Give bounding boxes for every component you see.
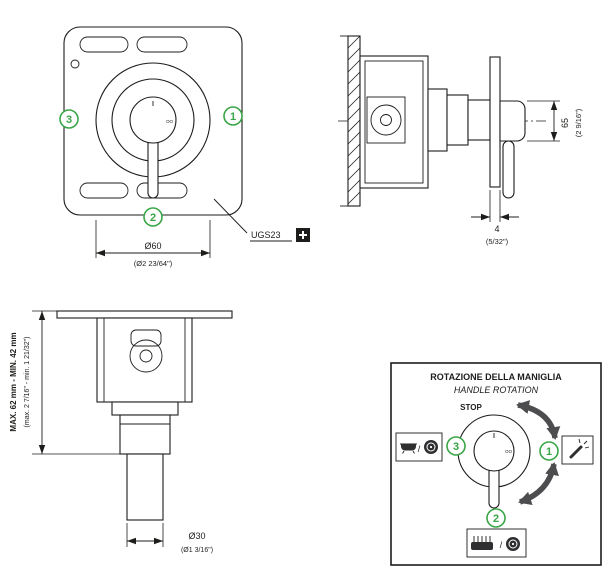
model-label-group: UGS23 (213, 198, 310, 242)
outlet-icon-right (561, 435, 594, 465)
separator-slash: / (500, 540, 503, 550)
svg-text:1: 1 (546, 446, 552, 458)
leader-line (213, 198, 248, 234)
svg-text:3: 3 (66, 114, 72, 126)
plate-slot (136, 36, 188, 53)
handle-diagram: OO (457, 414, 531, 509)
dim-d60-mm: Ø60 (144, 241, 161, 251)
plate-hole (70, 59, 80, 69)
svg-text:1: 1 (230, 111, 236, 123)
dim-d30-in: (Ø1 3/16") (181, 547, 213, 554)
dimension-diameter-60: Ø60 (Ø2 23/64") (95, 220, 211, 268)
dim-depth-range-mm: MAX. 62 mm - MIN. 42 mm (9, 332, 18, 431)
dimension-diameter-30: Ø30 (Ø1 3/16") (126, 523, 213, 554)
callout-2-badge: 2 (143, 207, 163, 227)
dim-d60-in: (Ø2 23/64") (134, 259, 173, 268)
callout-1-badge: 1 (539, 441, 559, 461)
outlet-icons-left: / (395, 432, 443, 462)
brand-logo-mark: OO (505, 449, 513, 454)
dim-d30-mm: Ø30 (188, 531, 205, 541)
handle-lever-side (502, 140, 515, 199)
handle-hub (473, 430, 515, 472)
handle-hub (129, 96, 177, 144)
spray-jet-icon (569, 438, 590, 459)
brand-logo-mark: OO (166, 119, 174, 124)
svg-text:2: 2 (150, 212, 156, 224)
callout-1-badge: 1 (223, 106, 243, 126)
hand-shower-icon (471, 536, 493, 550)
plate-slot (136, 182, 188, 199)
handle-hub-side (499, 100, 526, 142)
outlet-icons-bottom: / (466, 528, 527, 558)
stop-label: STOP (460, 403, 482, 412)
panel-border (390, 362, 602, 566)
plate-slot (79, 182, 129, 199)
escutcheon-plate-edge (489, 56, 501, 188)
rotation-arrow-lower (518, 462, 559, 506)
rotation-arrow-upper (516, 400, 561, 440)
dim-4-mm: 4 (494, 224, 499, 234)
wall-section (340, 35, 361, 207)
panel-subtitle: HANDLE ROTATION (454, 385, 539, 395)
plaster-guard-plate (56, 310, 233, 319)
model-code: UGS23 (251, 230, 281, 240)
bathtub-icon (400, 443, 417, 454)
svg-text:2: 2 (493, 513, 499, 525)
depth-view: MAX. 62 mm - MIN. 42 mm (max. 2 7/16" - … (9, 310, 233, 554)
callout-2-badge: 2 (486, 508, 506, 528)
dim-65-in: (2 9/16") (574, 108, 583, 137)
side-view: 65 (2 9/16") 4 (5/32") (338, 35, 583, 246)
front-view: OO 3 1 2 Ø60 (Ø2 23/64") UGS23 (59, 26, 310, 268)
valve-body (96, 317, 193, 403)
cartridge-extension (427, 88, 491, 152)
dim-depth-range-in: (max. 2 7/16" - min. 1 21/32") (24, 337, 31, 428)
wall-hatching (347, 35, 361, 205)
sleeve-cylinder (126, 453, 164, 521)
dimension-thickness-4: 4 (5/32") (471, 190, 519, 246)
dimension-depth-range: MAX. 62 mm - MIN. 42 mm (max. 2 7/16" - … (9, 310, 125, 455)
plate-slots (70, 36, 188, 199)
dim-4-in: (5/32") (486, 237, 509, 246)
rain-shower-icon (424, 440, 438, 454)
svg-text:3: 3 (453, 441, 459, 453)
plate-slot (79, 36, 129, 53)
panel-title: ROTAZIONE DELLA MANIGLIA (430, 372, 562, 382)
callout-3-badge: 3 (59, 109, 79, 129)
rotation-panel: ROTAZIONE DELLA MANIGLIA HANDLE ROTATION… (390, 362, 602, 566)
trim-stack (111, 401, 179, 521)
callout-3-badge: 3 (446, 436, 466, 456)
dimension-height-65: 65 (2 9/16") (527, 100, 583, 142)
built-in-body (359, 55, 429, 189)
rain-shower-icon (506, 537, 520, 551)
separator-slash: / (418, 444, 421, 454)
plus-icon (296, 228, 310, 242)
dim-65-mm: 65 (560, 118, 570, 128)
